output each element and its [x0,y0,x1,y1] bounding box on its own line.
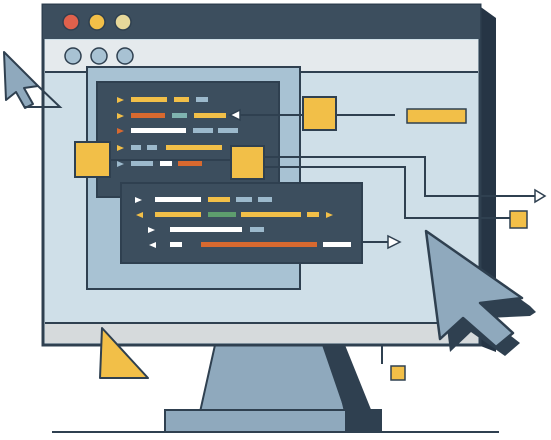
code-token [323,242,351,247]
code-token [236,197,252,202]
code-token [194,113,226,118]
code-token [258,197,272,202]
caret-icon [136,212,143,218]
triangle-shape [99,327,149,379]
arrow-cursor-icon [3,51,63,109]
code-token [131,97,167,102]
code-token [160,161,172,166]
browser-dot-icon[interactable] [90,47,108,65]
monitor-side [478,5,496,352]
code-token [250,227,264,232]
code-token [241,212,301,217]
code-lines-1 [117,97,238,167]
code-lines-2 [135,197,351,248]
monitor-neck [198,344,347,413]
caret-icon [117,161,124,167]
browser-dot-icon[interactable] [64,47,82,65]
connector-line [264,156,535,197]
maximize-dot-icon[interactable] [114,13,132,31]
code-token [193,128,213,133]
code-token [172,113,187,118]
close-dot-icon[interactable] [62,13,80,31]
code-token [155,197,201,202]
caret-icon [135,197,142,203]
node-square [230,145,265,180]
code-token [174,97,189,102]
node-square [74,141,111,178]
caret-icon [149,242,156,248]
arrow-cursor-icon [424,229,536,356]
browser-dot-icon[interactable] [116,47,134,65]
code-token [155,212,201,217]
code-token [131,145,141,150]
code-token [201,242,317,247]
label-bar [406,108,467,124]
minimize-dot-icon[interactable] [88,13,106,31]
arrow-right-icon [387,234,402,250]
connector-line [264,166,510,219]
code-token [307,212,319,217]
caret-icon [117,128,124,134]
code-token [208,212,236,217]
code-token [131,113,165,118]
monitor-chin [45,323,478,343]
caret-icon [148,227,155,233]
node-square-small [390,365,406,381]
code-token [131,161,153,166]
caret-icon [117,97,124,103]
arrow-left-icon [228,108,241,122]
code-token [147,145,157,150]
code-token [131,128,186,133]
caret-icon [117,113,124,119]
code-token [166,145,222,150]
window-title-bar [43,5,480,39]
code-window-2 [120,182,363,264]
code-token [170,242,182,247]
code-token [178,161,202,166]
connector-line [330,344,383,364]
monitor-base-shadow [345,410,381,432]
code-token [208,197,230,202]
node-square [302,96,337,131]
node-square-small [509,210,528,229]
code-token [196,97,208,102]
code-token [218,128,238,133]
arrow-right-icon [534,188,547,204]
code-token [170,227,242,232]
monitor-neck-shadow [322,345,372,412]
caret-icon [326,212,333,218]
caret-icon [117,145,124,151]
